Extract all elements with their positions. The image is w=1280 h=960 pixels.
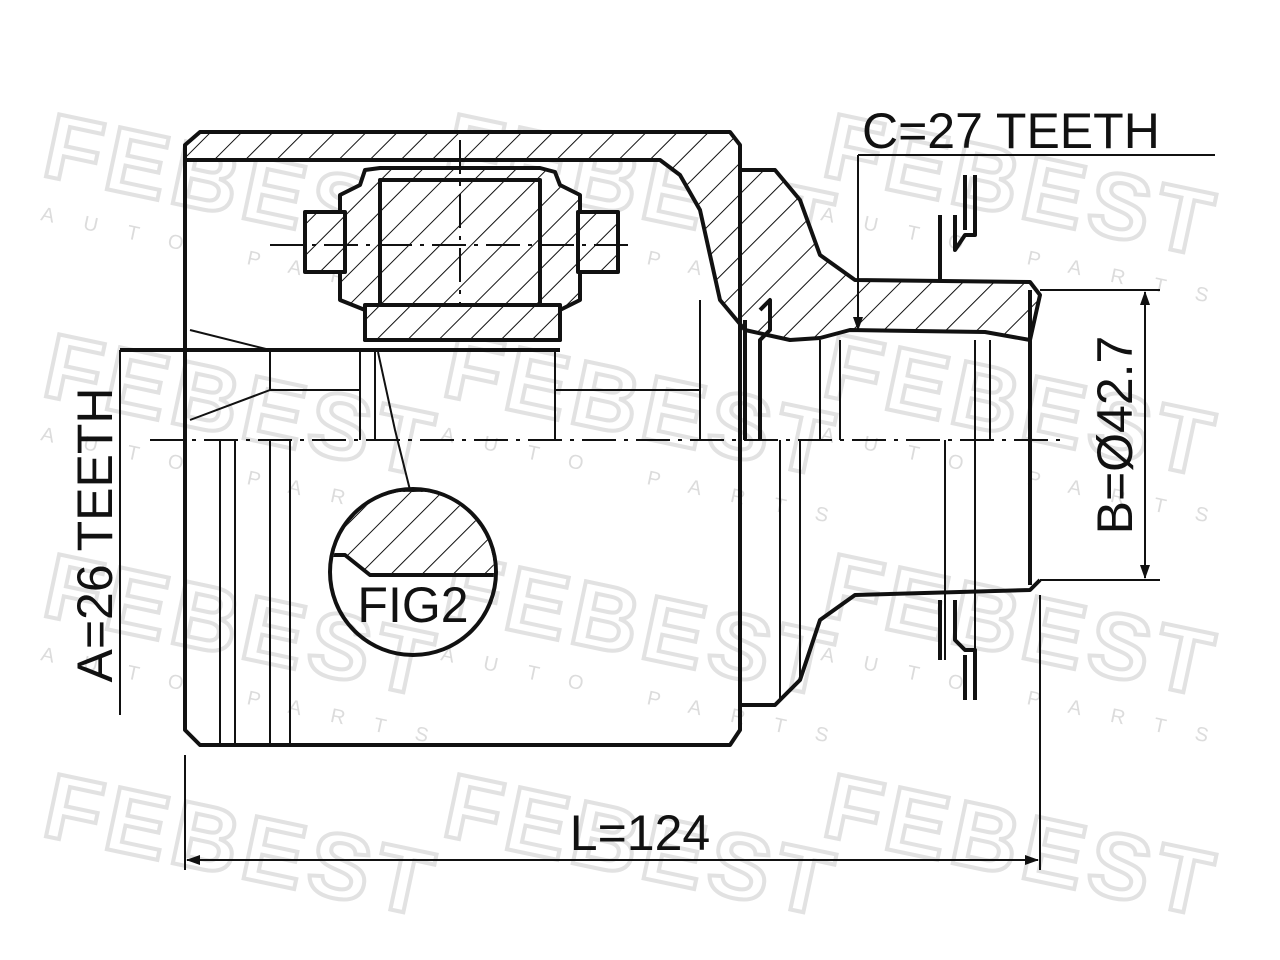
dimension-a: A=26 TEETH — [67, 350, 123, 715]
dimension-b: B=Ø42.7 — [1040, 289, 1160, 581]
spline-bore-line — [189, 389, 271, 421]
dimension-l: L=124 — [184, 595, 1041, 870]
b-diameter-label: B=Ø42.7 — [1087, 336, 1143, 535]
fig2-detail-circle — [328, 487, 498, 657]
dimension-c: C=27 TEETH — [853, 103, 1215, 331]
roller-pin-right — [576, 210, 620, 274]
a-teeth-label: A=26 TEETH — [67, 387, 123, 682]
watermark-text: FEBEST — [816, 755, 1227, 938]
roller-pin-left — [303, 210, 347, 274]
fig2-leader-line — [377, 351, 411, 491]
seal-ring — [743, 298, 772, 440]
length-label: L=124 — [570, 805, 710, 861]
spline-bore-line — [189, 329, 271, 351]
spider-hub — [363, 303, 562, 342]
dust-shield-upper — [938, 175, 977, 280]
watermark-text: FEBEST — [36, 755, 447, 938]
housing-outline — [183, 145, 1042, 747]
fig2-label: FIG2 — [357, 577, 468, 633]
fig2-hatched-detail — [332, 491, 494, 577]
dust-shield-lower — [938, 600, 977, 700]
c-teeth-label: C=27 TEETH — [862, 103, 1160, 159]
fig2-callout: FIG2 — [328, 351, 498, 657]
